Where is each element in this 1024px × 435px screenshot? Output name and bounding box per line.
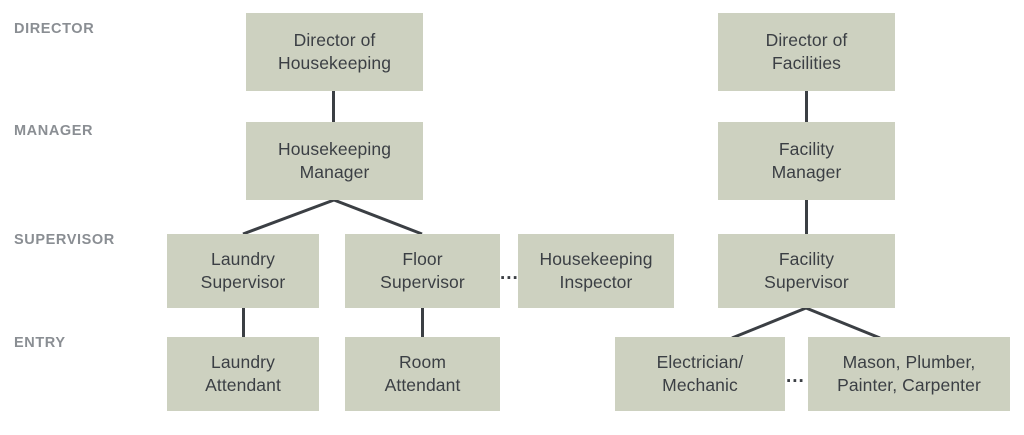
- connector-floor-supervisor-to-room-attendant: [421, 308, 424, 337]
- connector-hk-manager-to-laundry-supervisor: [242, 198, 335, 236]
- node-director-of-housekeeping[interactable]: Director of Housekeeping: [246, 13, 423, 91]
- node-trades[interactable]: Mason, Plumber, Painter, Carpenter: [808, 337, 1010, 411]
- node-line-1: Facility: [778, 138, 835, 159]
- node-line-2: Facilities: [771, 53, 842, 73]
- node-line-1: Director of: [293, 29, 376, 50]
- node-line-2: Supervisor: [200, 272, 286, 292]
- connector-facility-supervisor-to-electrician: [731, 306, 807, 340]
- node-line-1: Room: [398, 351, 447, 372]
- node-line-2: Manager: [299, 162, 370, 182]
- connector-director-facilities-to-manager: [805, 90, 808, 123]
- node-line-1: Electrician/: [656, 351, 744, 372]
- node-floor-supervisor[interactable]: Floor Supervisor: [345, 234, 500, 308]
- connector-facility-manager-to-supervisor: [805, 200, 808, 235]
- node-line-1: Housekeeping: [539, 248, 653, 269]
- node-line-2: Attendant: [205, 375, 281, 395]
- node-line-2: Supervisor: [380, 272, 465, 292]
- level-label-director: DIRECTOR: [14, 21, 95, 37]
- ellipsis-facility-entry-roles: ...: [786, 366, 805, 387]
- level-label-manager: MANAGER: [14, 123, 94, 139]
- node-room-attendant[interactable]: Room Attendant: [345, 337, 500, 411]
- node-line-1: Housekeeping: [277, 138, 392, 159]
- node-line-1: Facility: [778, 248, 835, 269]
- node-line-1: Floor: [402, 248, 443, 269]
- connector-hk-manager-to-floor-supervisor: [333, 198, 423, 236]
- node-line-2: Housekeeping: [277, 53, 392, 73]
- node-electrician-mechanic[interactable]: Electrician/ Mechanic: [615, 337, 785, 411]
- node-line-2: Supervisor: [764, 272, 849, 292]
- connector-laundry-supervisor-to-attendant: [242, 308, 245, 337]
- node-line-1: Director of: [765, 29, 848, 50]
- node-line-2: Mechanic: [662, 375, 738, 395]
- connector-facility-supervisor-to-trades: [805, 306, 881, 340]
- node-housekeeping-manager[interactable]: Housekeeping Manager: [246, 122, 423, 200]
- connector-director-housekeeping-to-manager: [332, 90, 335, 123]
- node-facility-supervisor[interactable]: Facility Supervisor: [718, 234, 895, 308]
- node-line-1: Laundry: [211, 351, 275, 372]
- node-line-1: Laundry: [211, 248, 275, 269]
- ellipsis-housekeeping-supervisors: ...: [500, 263, 519, 284]
- node-laundry-supervisor[interactable]: Laundry Supervisor: [167, 234, 319, 308]
- node-line-2: Manager: [771, 162, 842, 182]
- node-laundry-attendant[interactable]: Laundry Attendant: [167, 337, 319, 411]
- node-line-2: Painter, Carpenter: [837, 375, 981, 395]
- node-director-of-facilities[interactable]: Director of Facilities: [718, 13, 895, 91]
- level-label-entry: ENTRY: [14, 335, 66, 351]
- level-label-supervisor: SUPERVISOR: [14, 232, 115, 248]
- node-facility-manager[interactable]: Facility Manager: [718, 122, 895, 200]
- node-line-2: Inspector: [559, 272, 633, 292]
- node-line-1: Mason, Plumber,: [842, 351, 976, 372]
- node-line-2: Attendant: [384, 375, 461, 395]
- node-housekeeping-inspector[interactable]: Housekeeping Inspector: [518, 234, 674, 308]
